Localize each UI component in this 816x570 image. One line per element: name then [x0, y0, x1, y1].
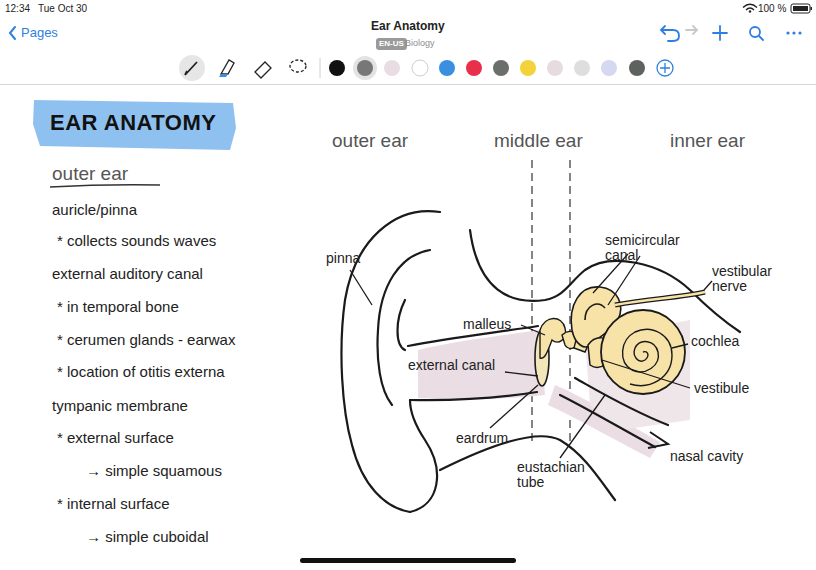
part-label: vestibular nerve: [712, 264, 800, 295]
part-label: eustachian tube: [517, 460, 593, 491]
cochlea: [601, 310, 685, 394]
note-line: * location of otitis externa: [57, 364, 225, 381]
eraser-tool: [255, 62, 271, 78]
note-line: * external surface: [57, 430, 174, 447]
app-toolbar: [0, 0, 816, 85]
region-divider: [531, 160, 532, 445]
vestibular-nerve: [615, 292, 705, 305]
part-label: vestibule: [694, 381, 749, 396]
home-indicator: [300, 558, 516, 563]
note-line: * internal surface: [57, 496, 170, 513]
notes-heading: outer ear: [52, 164, 128, 185]
part-label: malleus: [463, 317, 511, 332]
tool-selected: [179, 55, 205, 81]
part-label: eardrum: [456, 431, 508, 446]
cochlea-spiral: [623, 329, 672, 385]
back-button: Pages: [21, 26, 58, 40]
notebook-name: Biology: [405, 39, 435, 49]
toolbar-divider: [0, 84, 816, 85]
back-chevron: [10, 27, 15, 39]
more-icon: [786, 31, 801, 34]
title: EAR ANATOMY: [50, 111, 216, 135]
arrowhead: [648, 432, 668, 448]
note-line: tympanic membrane: [52, 398, 188, 415]
part-label: semicircular canal: [605, 233, 705, 264]
page-title: Ear Anatomy: [371, 20, 445, 33]
leader-lines: [350, 254, 712, 458]
highlight-band: [33, 100, 236, 150]
status-date: Tue Oct 30: [38, 3, 87, 14]
note-line: → simple squamous: [86, 463, 222, 480]
region-label: outer ear: [332, 131, 408, 152]
note-line: auricle/pinna: [52, 202, 137, 219]
part-label: pinna: [326, 251, 360, 266]
tool-divider: [320, 58, 321, 78]
lasso-tool: [290, 60, 306, 72]
tag-badge: EN-US: [376, 38, 407, 50]
highlighter-tool: [221, 60, 234, 74]
status-time: 12:34: [5, 3, 30, 14]
note-line: * cerumen glands - earwax: [57, 332, 235, 349]
region-label: middle ear: [494, 131, 583, 152]
note-line: * in temporal bone: [57, 299, 179, 316]
toolbar-icons: [661, 26, 763, 41]
part-label: nasal cavity: [670, 449, 743, 464]
pen-tool: [185, 62, 197, 75]
badge-text: EN-US: [379, 39, 404, 49]
region-label: inner ear: [670, 131, 745, 152]
wifi-icon: [743, 4, 757, 10]
battery-level: 100 %: [758, 3, 786, 14]
note-line: → simple cuboidal: [86, 529, 209, 546]
note-line: external auditory canal: [52, 266, 203, 283]
battery-icon: [791, 4, 812, 13]
part-label: external canal: [408, 358, 495, 373]
heading-underline: [50, 185, 160, 187]
note-line: * collects sounds waves: [57, 233, 216, 250]
ear-outline: [341, 211, 740, 512]
color-palette: [329, 56, 673, 80]
part-label: cochlea: [691, 334, 739, 349]
